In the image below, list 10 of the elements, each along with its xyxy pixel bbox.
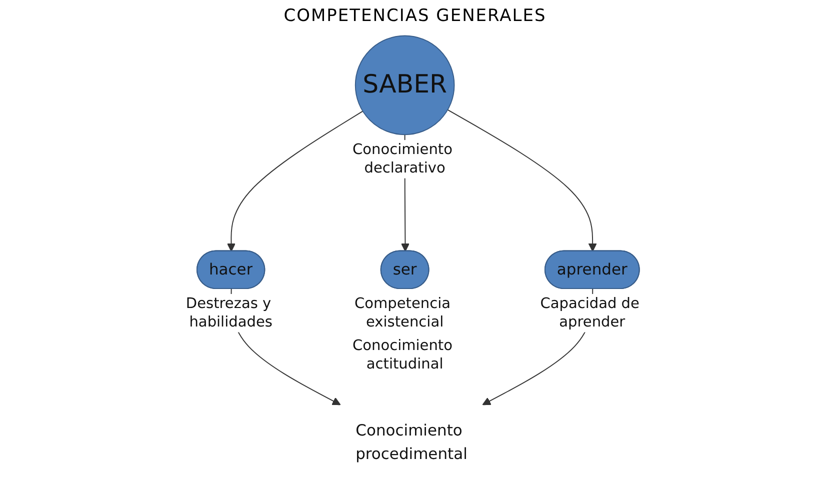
node-circle: SABER bbox=[354, 35, 455, 136]
diagram-title: COMPETENCIAS GENERALES bbox=[282, 6, 548, 26]
node-caption: Competencia existencial bbox=[354, 296, 451, 330]
arrow bbox=[447, 109, 597, 252]
node-text: Conocimiento procedimental bbox=[356, 421, 468, 463]
node-caption: Conocimiento declarativo bbox=[352, 142, 453, 176]
node-caption: Destrezas y habilidades bbox=[186, 296, 272, 330]
node-caption: Capacidad de aprender bbox=[540, 296, 640, 330]
arrow bbox=[227, 110, 364, 252]
node-caption: Conocimiento actitudinal bbox=[352, 338, 453, 372]
